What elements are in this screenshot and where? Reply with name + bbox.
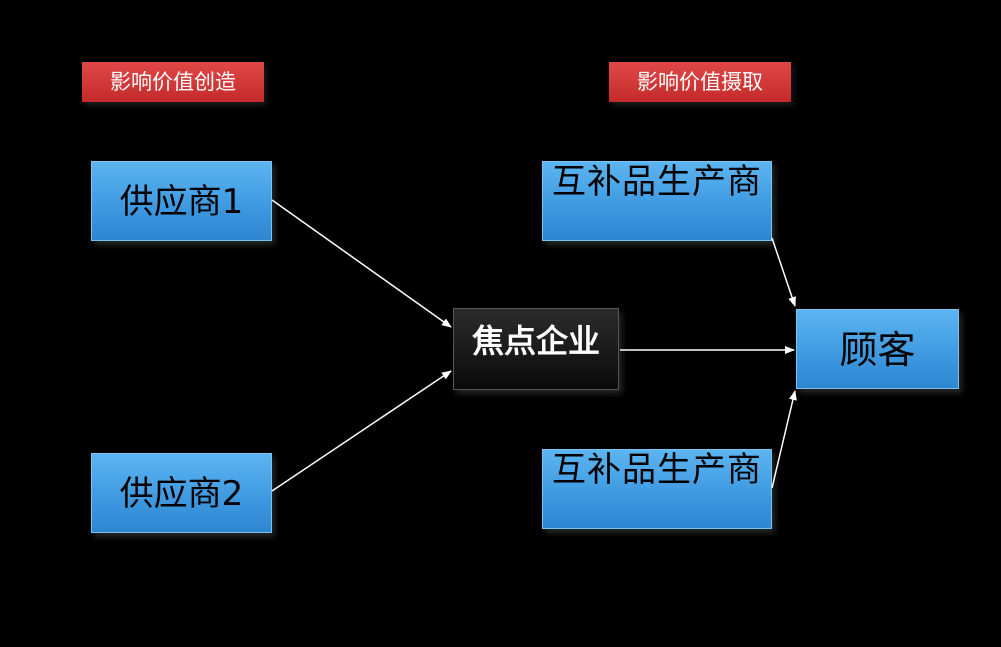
value-capture-label: 影响价值摄取: [609, 62, 791, 102]
supplier-2-box: 供应商2: [91, 453, 272, 533]
value-creation-label: 影响价值创造: [82, 62, 264, 102]
arrow-supplier2-to-focal: [271, 370, 452, 492]
customer-box: 顾客: [796, 309, 959, 389]
focal-firm-box: 焦点企业: [453, 308, 619, 390]
supplier-1-box: 供应商1: [91, 161, 272, 241]
complementor-bottom-box: 互补品生产商: [542, 449, 772, 529]
arrow-complementor-top-to-customer: [771, 237, 796, 307]
complementor-top-box: 互补品生产商: [542, 161, 772, 241]
arrow-supplier1-to-focal: [271, 199, 452, 328]
arrow-complementor-bottom-to-customer: [771, 390, 797, 489]
